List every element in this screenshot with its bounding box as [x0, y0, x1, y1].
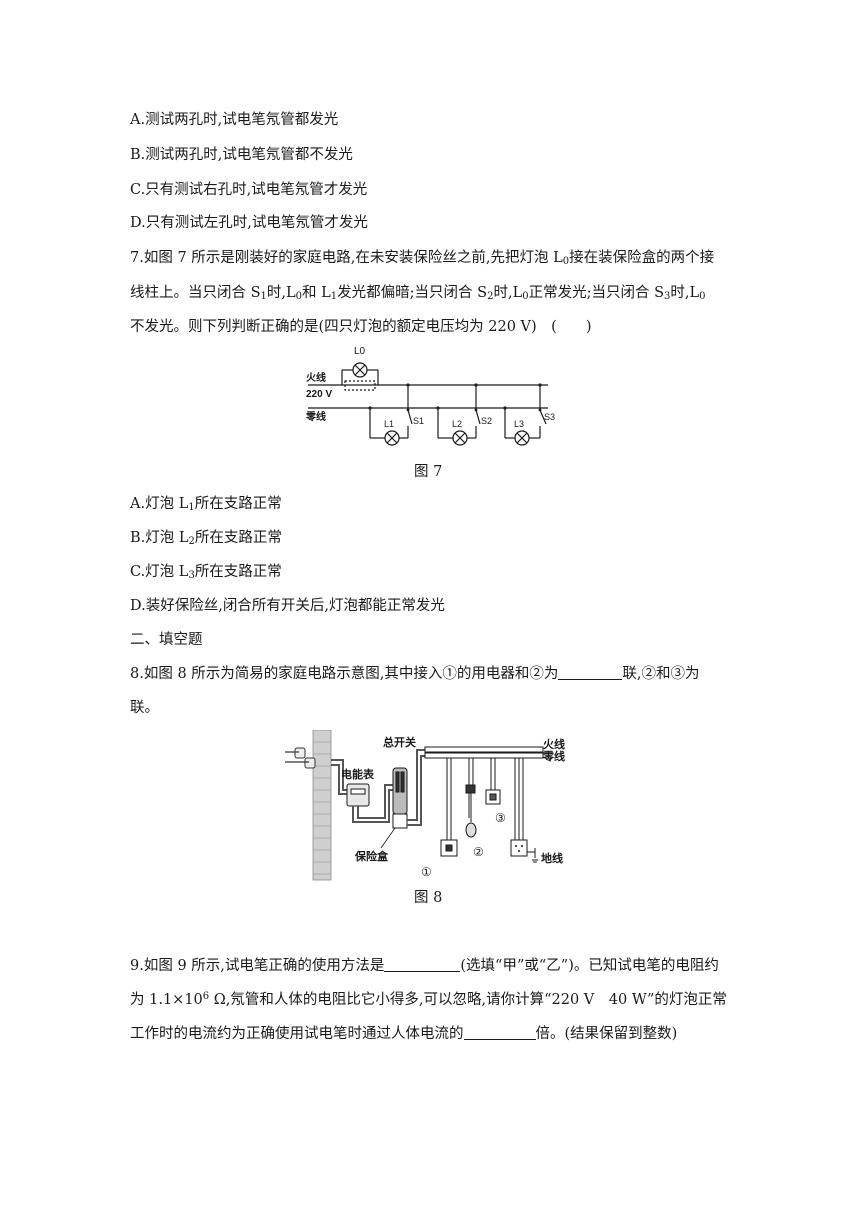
label-l0: L0 — [354, 346, 366, 357]
label-2: ② — [473, 845, 484, 859]
q6-option-d: D.只有测试左孔时,试电笔氖管才发光 — [130, 215, 368, 231]
label-l2: L2 — [452, 419, 462, 429]
q7-option-c: C.灯泡 L3所在支路正常 — [130, 564, 282, 581]
figure-8-caption: 图 8 — [414, 890, 443, 906]
q7-stem-line2: 线柱上。当只闭合 S1时,L0和 L1发光都偏暗;当只闭合 S2时,L0正常发光… — [130, 285, 706, 302]
figure-7-caption: 图 7 — [414, 464, 443, 480]
label-l3: L3 — [514, 419, 524, 429]
q6-option-c: C.只有测试右孔时,试电笔氖管才发光 — [130, 182, 368, 198]
label-s2: S2 — [481, 416, 492, 426]
q7-option-d: D.装好保险丝,闭合所有开关后,灯泡都能正常发光 — [130, 598, 445, 614]
q7-stem-line1: 7.如图 7 所示是刚装好的家庭电路,在未安装保险丝之前,先把灯泡 L0接在装保… — [130, 250, 715, 267]
label-main-switch: 总开关 — [383, 735, 416, 749]
label-3: ③ — [495, 811, 506, 825]
q8-stem-line2: 联。 — [130, 700, 159, 716]
q6-option-a: A.测试两孔时,试电笔氖管都发光 — [130, 112, 339, 128]
q9-blank-2[interactable] — [463, 1025, 536, 1040]
q9-stem-line2: 为 1.1×106 Ω,氖管和人体的电阻比它小得多,可以忽略,请你计算“220 … — [130, 991, 727, 1009]
label-fuse-box: 保险盒 — [354, 849, 389, 863]
label-meter: 电能表 — [341, 767, 375, 781]
q9-blank-1[interactable] — [384, 957, 461, 972]
label-s1: S1 — [413, 416, 424, 426]
section-title-fill-in: 二、填空题 — [130, 632, 203, 648]
q7-option-a: A.灯泡 L1所在支路正常 — [130, 496, 282, 513]
q6-option-b: B.测试两孔时,试电笔氖管都不发光 — [130, 147, 353, 163]
label-1: ① — [421, 865, 432, 879]
q8-blank-1[interactable] — [558, 665, 623, 680]
label-live: 火线 — [543, 737, 565, 751]
q7-option-b: B.灯泡 L2所在支路正常 — [130, 530, 282, 547]
q7-stem-line3: 不发光。则下列判断正确的是(四只灯泡的额定电压均为 220 V) ( ) — [130, 319, 592, 335]
figure-8-home-circuit: 总开关 电能表 保险盒 火线 零线 地线 ① ② ③ — [285, 730, 565, 881]
label-voltage: 220 V — [306, 389, 332, 400]
label-live: 火线 — [306, 371, 326, 384]
q9-stem-line1: 9.如图 9 所示,试电笔正确的使用方法是(选填“甲”或“乙”)。已知试电笔的电… — [130, 957, 719, 974]
label-neutral: 零线 — [542, 749, 565, 763]
figure-7-circuit: L0 火线 220 V 零线 L1 L2 L3 S1 S2 S3 — [305, 346, 555, 446]
label-s3: S3 — [544, 412, 555, 422]
q8-stem-line1: 8.如图 8 所示为简易的家庭电路示意图,其中接入①的用电器和②为联,②和③为 — [130, 665, 700, 682]
q9-stem-line3: 工作时的电流约为正确使用试电笔时通过人体电流的倍。(结果保留到整数) — [130, 1025, 678, 1042]
label-neutral: 零线 — [305, 410, 326, 423]
label-ground: 地线 — [541, 851, 563, 865]
label-l1: L1 — [384, 419, 394, 429]
